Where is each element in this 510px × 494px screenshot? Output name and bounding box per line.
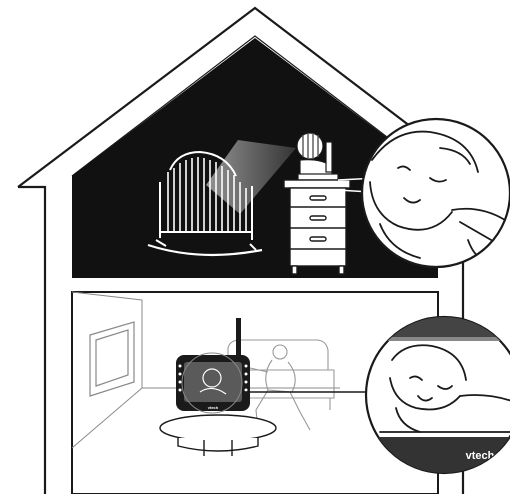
dresser-icon (284, 180, 350, 274)
baby-closeup-upper (362, 119, 510, 267)
monitor-brand-label: vtech (208, 405, 219, 410)
brand-label: vtech (466, 450, 495, 462)
